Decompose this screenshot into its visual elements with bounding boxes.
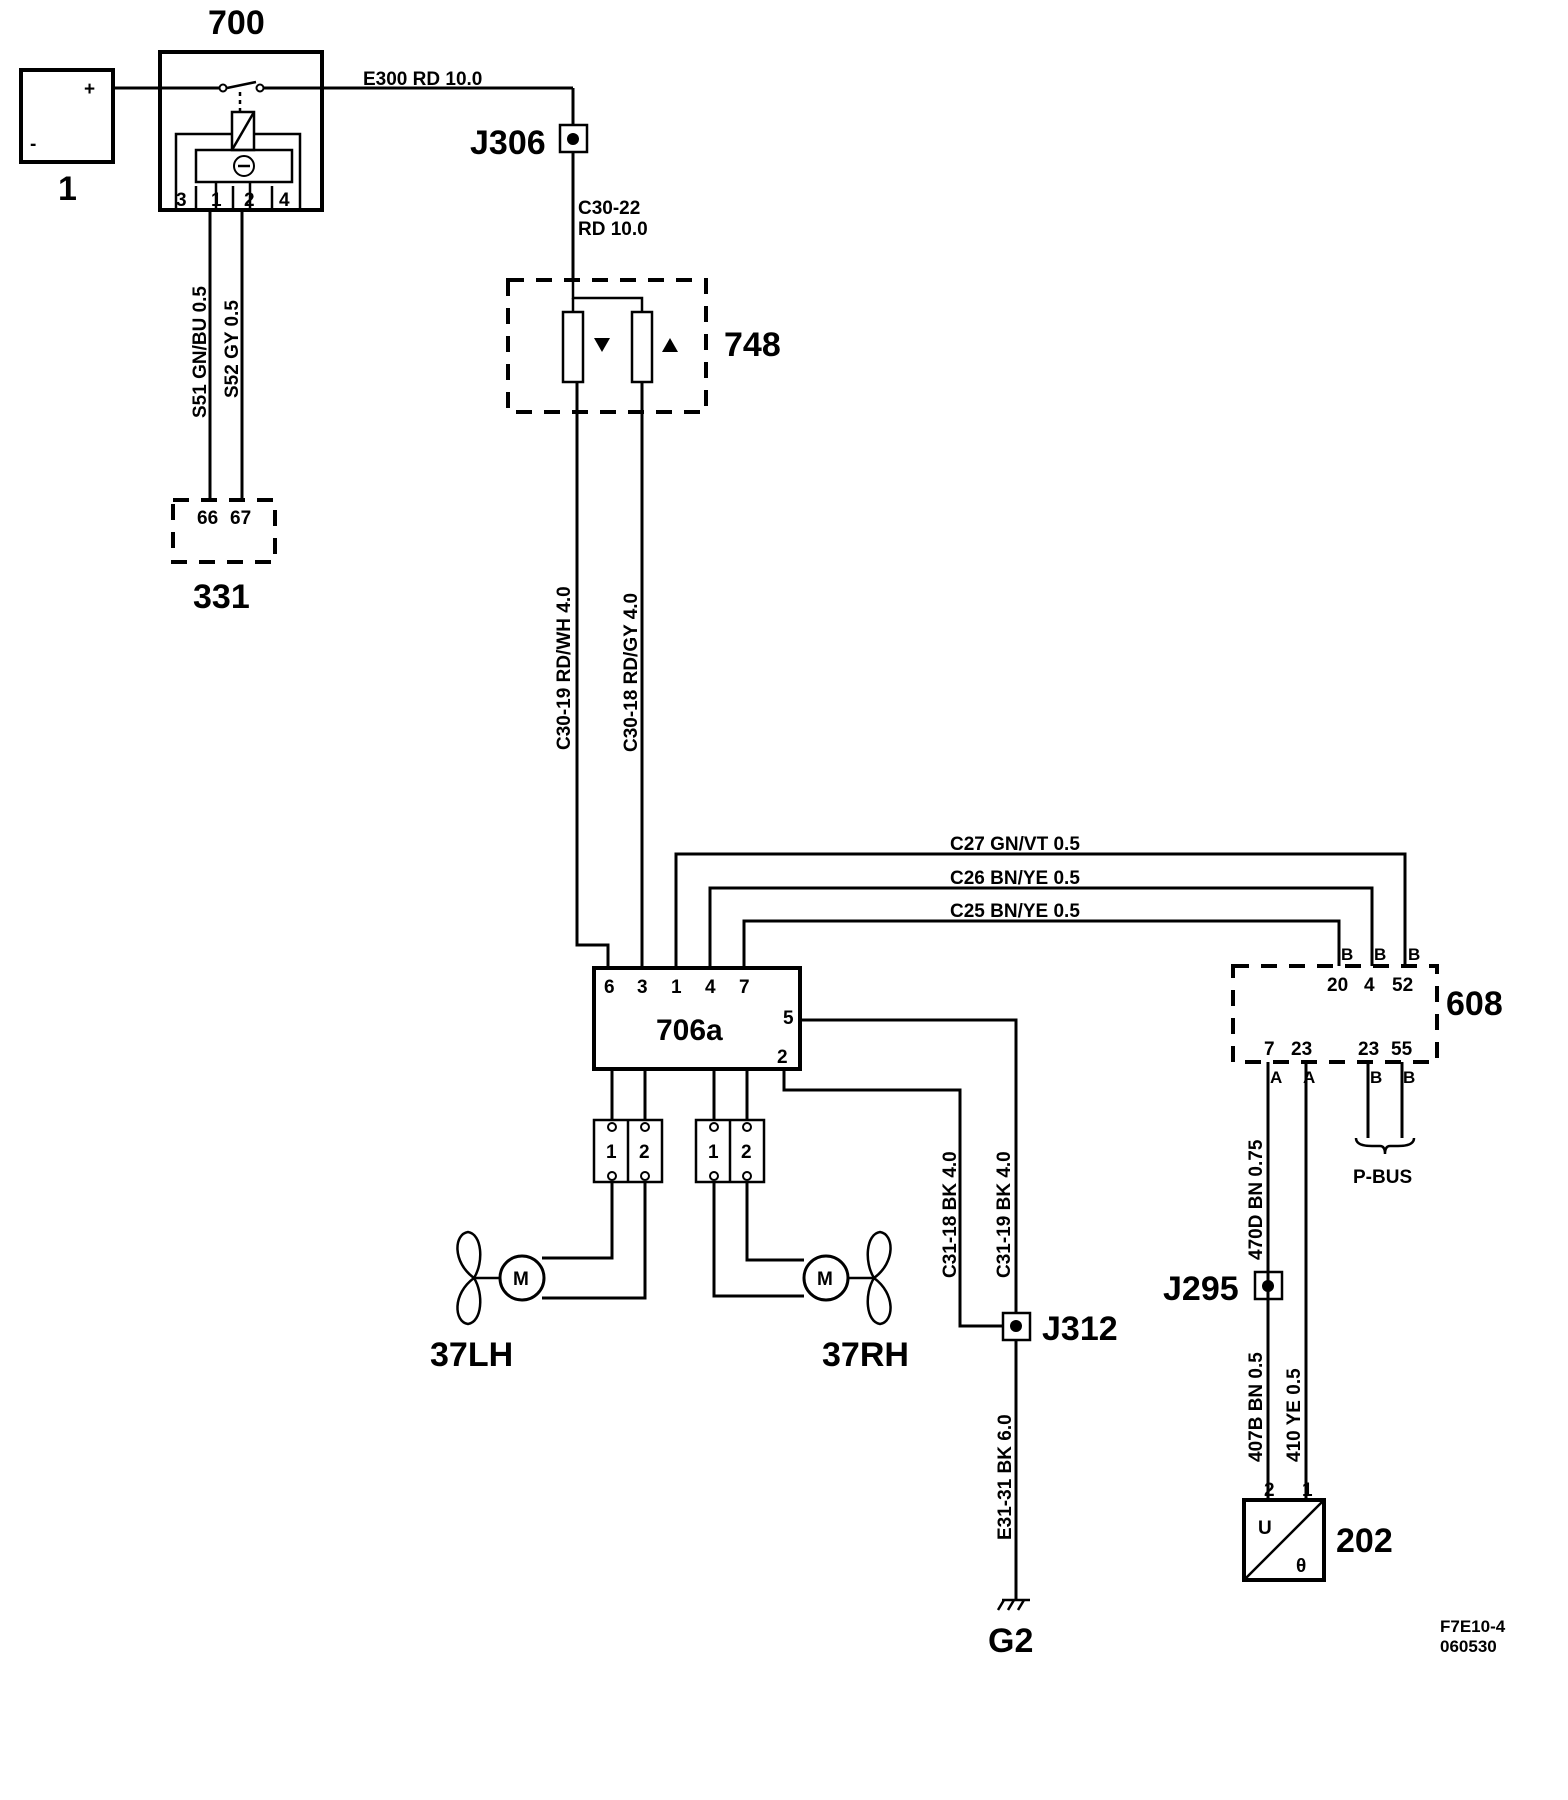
fuse-box-748: 748 (506, 278, 781, 414)
ecu-conn-b-4: B (1374, 945, 1386, 964)
fan-lh: M 37LH (430, 1230, 546, 1374)
module-331-pin-67: 67 (230, 508, 251, 529)
wire-c26-label: C26 BN/YE 0.5 (950, 868, 1080, 889)
sensor-202: 2 1 U θ 202 (1242, 1480, 1393, 1582)
relay-pin-1: 1 (211, 190, 222, 211)
fuse-box-label: 748 (724, 326, 781, 364)
junction-j312-label: J312 (1042, 1310, 1118, 1348)
battery-plus: + (84, 79, 95, 100)
battery-minus: - (30, 134, 36, 155)
diagram-date: 060530 (1440, 1637, 1497, 1656)
battery: + - 1 (19, 68, 115, 208)
battery-label: 1 (58, 170, 77, 208)
sensor-pin-1: 1 (1302, 1480, 1313, 1501)
relay-700: 700 3 1 2 4 (158, 4, 324, 212)
sensor-label: 202 (1336, 1522, 1393, 1560)
module-331-label: 331 (193, 578, 250, 616)
controller-706a: 6 3 1 4 7 5 2 706a (592, 966, 802, 1071)
ecu-pin-7: 7 (1264, 1039, 1275, 1060)
relay-pin-4: 4 (279, 190, 290, 211)
ground-g2: G2 (988, 1598, 1033, 1660)
controller-pin-4: 4 (705, 977, 716, 998)
wire-e31-31-label: E31-31 BK 6.0 (995, 1414, 1016, 1540)
wire-c31-19-label: C31-19 BK 4.0 (994, 1151, 1015, 1278)
connector-lh: 1 2 (592, 1118, 664, 1184)
ecu-pin-23a: 23 (1291, 1039, 1312, 1060)
wire-c27-label: C27 GN/VT 0.5 (950, 834, 1080, 855)
ecu-conn-b-52: B (1408, 945, 1420, 964)
connector-lh-pin-1: 1 (606, 1142, 617, 1163)
ecu-conn-b-20: B (1341, 945, 1353, 964)
wire-407b-label: 407B BN 0.5 (1246, 1352, 1267, 1462)
fan-rh-motor-symbol: M (817, 1269, 833, 1290)
ecu-pin-4: 4 (1364, 975, 1375, 996)
ecu-pin-23b: 23 (1358, 1039, 1379, 1060)
connector-rh-pin-1: 1 (708, 1142, 719, 1163)
controller-pin-1: 1 (671, 977, 682, 998)
junction-j306-label: J306 (470, 124, 546, 162)
fan-rh: M 37RH (802, 1230, 909, 1374)
relay-pin-2: 2 (244, 190, 255, 211)
wire-c25-label: C25 BN/YE 0.5 (950, 901, 1080, 922)
wire-c31-18-label: C31-18 BK 4.0 (940, 1151, 961, 1278)
fan-rh-label: 37RH (822, 1336, 909, 1374)
wire-c30-22-label-b: RD 10.0 (578, 219, 648, 240)
wire-s51-label: S51 GN/BU 0.5 (190, 286, 211, 418)
ecu-pin-52: 52 (1392, 975, 1413, 996)
controller-pin-6: 6 (604, 977, 615, 998)
junction-j295: J295 (1163, 1270, 1284, 1308)
relay-label: 700 (208, 4, 265, 42)
wire-s52-label: S52 GY 0.5 (222, 300, 243, 398)
module-331-pin-66: 66 (197, 508, 218, 529)
wire-c30-18-label: C30-18 RD/GY 4.0 (621, 593, 642, 752)
junction-j295-label: J295 (1163, 1270, 1239, 1308)
fan-lh-label: 37LH (430, 1336, 513, 1374)
connector-rh: 1 2 (694, 1118, 766, 1184)
wire-470d-label: 470D BN 0.75 (1246, 1139, 1267, 1260)
connector-lh-pin-2: 2 (639, 1142, 650, 1163)
junction-j306: J306 (470, 123, 589, 162)
ecu-conn-a-7: A (1270, 1068, 1282, 1087)
ecu-608: B B B 20 4 52 7 23 23 55 A A B B 608 (1231, 945, 1503, 1087)
ecu-label: 608 (1446, 985, 1503, 1023)
fan-lh-motor-symbol: M (513, 1269, 529, 1290)
wire-c30-22-label-a: C30-22 (578, 198, 640, 219)
ground-label: G2 (988, 1622, 1033, 1660)
connector-rh-pin-2: 2 (741, 1142, 752, 1163)
ecu-pin-20: 20 (1327, 975, 1348, 996)
wire-410-label: 410 YE 0.5 (1284, 1368, 1305, 1462)
controller-pin-2: 2 (777, 1047, 788, 1068)
controller-pin-3: 3 (637, 977, 648, 998)
diagram-code: F7E10-4 (1440, 1617, 1506, 1636)
sensor-pin-2: 2 (1264, 1480, 1275, 1501)
relay-pin-3: 3 (176, 190, 187, 211)
ecu-pin-55: 55 (1391, 1039, 1413, 1060)
p-bus-label: P-BUS (1353, 1167, 1412, 1188)
ecu-conn-b-23: B (1370, 1068, 1382, 1087)
ecu-conn-b-55: B (1403, 1068, 1415, 1087)
wire-c30-19-label: C30-19 RD/WH 4.0 (554, 586, 575, 750)
controller-label: 706a (656, 1014, 723, 1047)
sensor-theta: θ (1296, 1556, 1306, 1577)
junction-j312: J312 (1001, 1310, 1118, 1348)
controller-pin-5: 5 (783, 1008, 794, 1029)
module-331: 66 67 331 (171, 498, 277, 616)
wire-e300-label: E300 RD 10.0 (363, 69, 482, 90)
controller-pin-7: 7 (739, 977, 750, 998)
sensor-u: U (1258, 1518, 1272, 1539)
